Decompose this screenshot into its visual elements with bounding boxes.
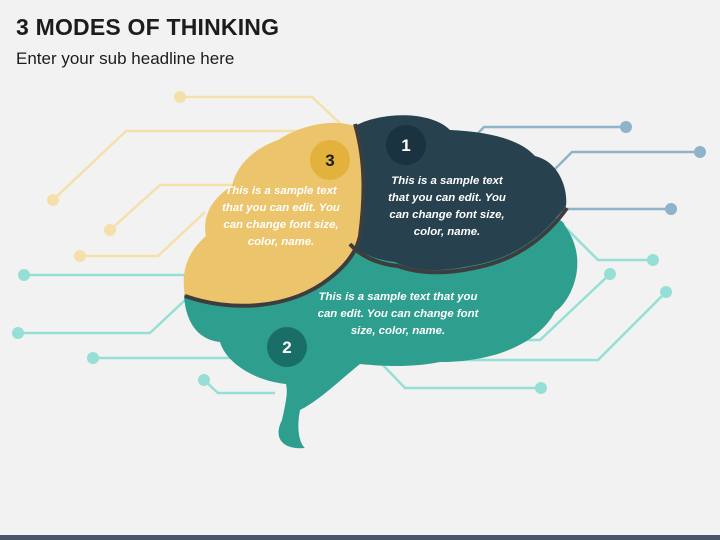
- badge-1-number: 1: [401, 136, 410, 155]
- mode-1-text: This is a sample text that you can edit.…: [388, 175, 506, 238]
- divider-shadow-2: [184, 235, 362, 308]
- badge-3-number: 3: [325, 151, 334, 170]
- circuit-nodes-blue: [620, 121, 706, 215]
- badge-1: 1: [386, 125, 426, 165]
- mode-3-text: This is a sample text that you can edit.…: [222, 185, 340, 248]
- divider-shadow-3: [348, 206, 569, 275]
- page-subtitle: Enter your sub headline here: [16, 49, 235, 68]
- badge-3: 3: [310, 140, 350, 180]
- divider-shadow-1: [353, 123, 366, 237]
- mode-2-text: This is a sample text that you can edit.…: [317, 291, 479, 337]
- circuit-nodes-teal: [12, 254, 672, 394]
- bottom-bar: [0, 535, 720, 540]
- circuit-nodes-yellow: [47, 91, 186, 262]
- circuit-lines-yellow: [52, 95, 346, 258]
- page-title: 3 MODES OF THINKING: [16, 14, 280, 40]
- badge-2: 2: [267, 327, 307, 367]
- badge-2-number: 2: [282, 338, 291, 357]
